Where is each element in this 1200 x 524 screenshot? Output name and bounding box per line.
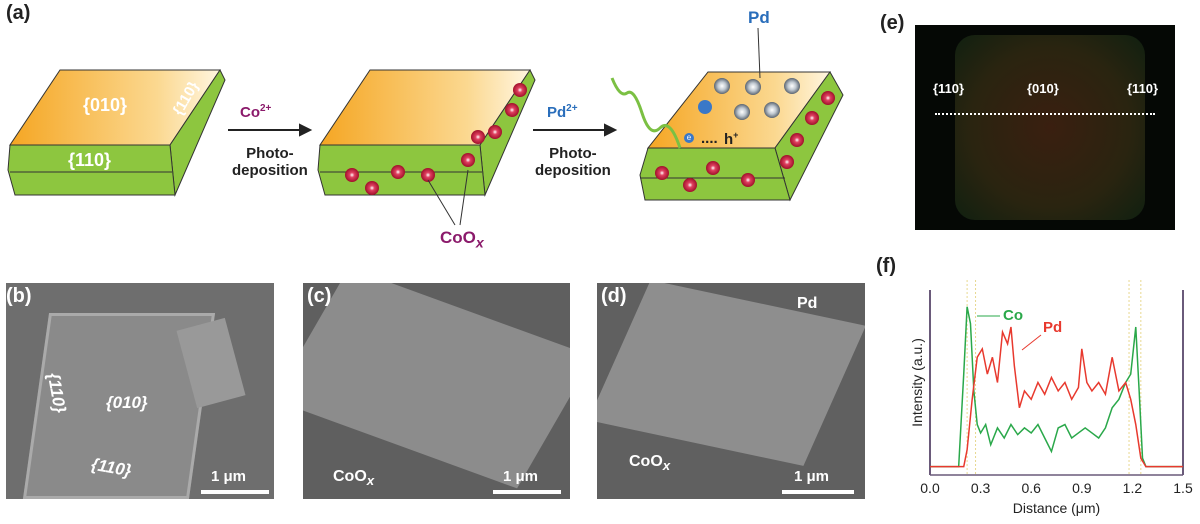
scale-bar (493, 490, 561, 494)
crystal-3 (610, 27, 844, 202)
x-axis-label: Distance (μm) (1013, 500, 1100, 516)
x-tick-label: 1.2 (1123, 480, 1143, 496)
coox-particles (655, 91, 835, 192)
x-tick-label: 0.6 (1021, 480, 1041, 496)
panel-label-a: (a) (6, 2, 31, 24)
scale-label: 1 μm (794, 468, 830, 485)
x-tick-label: 1.5 (1173, 480, 1193, 496)
co-ion-label: Co2+ (240, 103, 272, 121)
coox-label: CoOx (440, 228, 484, 252)
panel-label-b: (b) (6, 285, 32, 307)
step2-label: Photo-deposition (535, 145, 611, 179)
sem-image-d: Pd CoOx 1 μm (597, 283, 865, 499)
panel-label-f: (f) (876, 255, 896, 277)
sem-image-b: {110} {010} {110} 1 μm (6, 283, 274, 499)
crystal-1 (7, 69, 226, 197)
y-axis-label: Intensity (a.u.) (909, 338, 925, 427)
coox-particles (345, 83, 527, 195)
panel-label-e: (e) (880, 12, 905, 34)
panel-label-c: (c) (307, 285, 332, 307)
scale-bar (782, 490, 854, 494)
series-co (930, 306, 1183, 468)
sem-d-pd-label: Pd (797, 295, 818, 312)
step1-label: Photo-deposition (232, 145, 308, 179)
sem-image-c: CoOx 1 μm (303, 283, 570, 499)
dots: .... (701, 130, 718, 147)
electron-label: e (684, 133, 694, 143)
map-label-center: {010} (1027, 81, 1059, 96)
x-tick-label: 0.0 (920, 480, 940, 496)
arrows (228, 123, 618, 137)
sem-c-coox-label: CoOx (333, 468, 375, 489)
schematic-diagram (7, 27, 844, 226)
facet-110-front-label: {110} (68, 150, 112, 170)
eds-map: {110} {010} {110} (915, 25, 1175, 230)
pd-ion-label: Pd2+ (547, 103, 578, 121)
legend-pd-leader (1021, 334, 1042, 351)
legend-co: Co (1003, 307, 1023, 324)
line-scan-arrow (935, 113, 1155, 115)
series-pd (930, 326, 1183, 468)
scale-label: 1 μm (211, 468, 247, 485)
x-tick-label: 0.3 (971, 480, 991, 496)
map-label-right: {110} (1127, 81, 1159, 96)
hole-label: h+ (724, 130, 739, 148)
x-tick-label: 0.9 (1072, 480, 1092, 496)
crystal-2 (317, 69, 536, 226)
panel-label-d: (d) (601, 285, 627, 307)
facet-010-label: {010} (83, 95, 128, 115)
sem-b-facet-010: {010} (106, 393, 148, 412)
scale-label: 1 μm (503, 468, 539, 485)
pd-particles (698, 78, 800, 120)
pd-label: Pd (748, 8, 770, 27)
sem-d-coox-label: CoOx (629, 453, 671, 474)
map-label-left: {110} (933, 81, 965, 96)
scale-bar (201, 490, 269, 494)
legend-pd: Pd (1043, 319, 1062, 336)
